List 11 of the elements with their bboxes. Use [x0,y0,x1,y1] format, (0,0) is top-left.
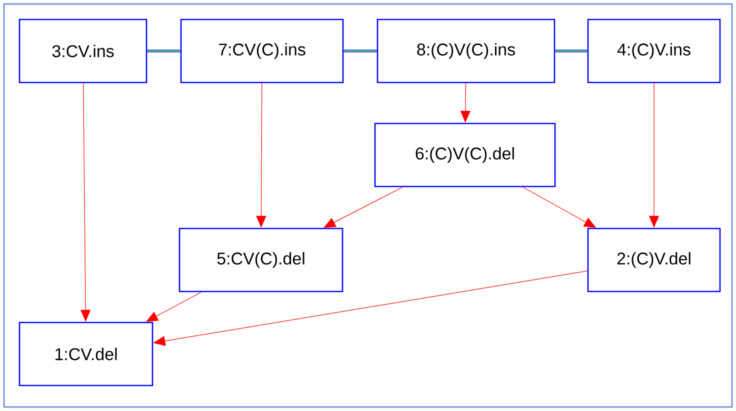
node-box: 4:(C)V.ins [587,18,721,84]
node-box: 3:CV.ins [18,18,148,84]
connector-line [555,50,588,52]
node-box: 5:CV(C).del [178,228,344,292]
node-box: 7:CV(C).ins [180,18,344,84]
connector-line [147,50,180,52]
node-box: 2:(C)V.del [587,228,721,292]
node-box: 6:(C)V(C).del [374,122,556,188]
connector-line [344,50,377,52]
node-box: 8:(C)V(C).ins [376,18,556,84]
node-box: 1:CV.del [18,322,154,386]
